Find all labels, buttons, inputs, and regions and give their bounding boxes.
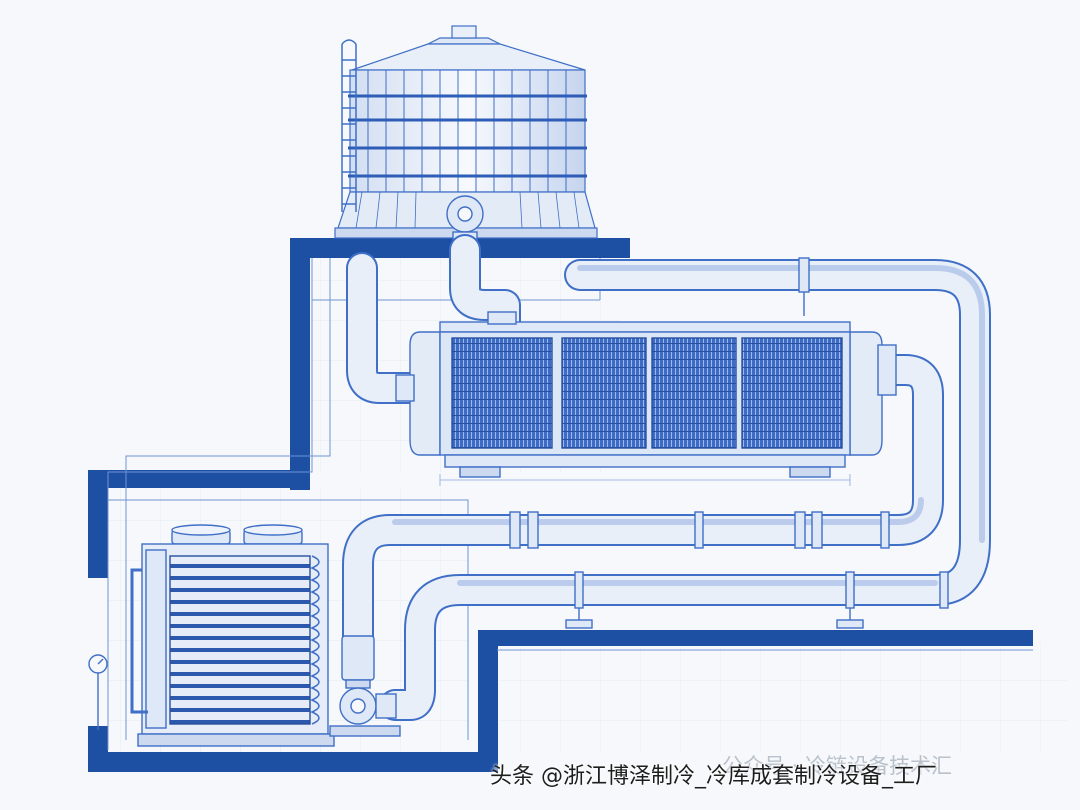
unit-side-panel — [145, 549, 167, 729]
tower-vent — [451, 25, 477, 39]
building-walls — [88, 238, 1033, 772]
exchanger-dimension-line — [439, 474, 851, 486]
exchanger-nozzle-left — [395, 374, 415, 402]
skirt-slats — [355, 191, 580, 229]
unit-drain-pipe — [130, 568, 148, 714]
tower-cap — [427, 37, 501, 45]
watermark-primary: 头条 @浙江博泽制冷_冷库成套制冷设备_工厂 — [490, 764, 937, 789]
upper-left-wall — [290, 238, 310, 490]
lower-floor-slab — [478, 630, 1033, 646]
condensing-unit — [130, 524, 335, 747]
watermark-secondary: 公众号 · 冷链设备技术汇 — [722, 754, 953, 778]
exchanger-foot-right — [789, 466, 831, 478]
tube-bank-2 — [561, 337, 647, 449]
condenser-coil-face — [169, 555, 311, 725]
tower-bands — [348, 94, 587, 178]
pressure-gauge — [88, 654, 108, 730]
piping-loop — [342, 234, 991, 721]
ground-slab — [88, 752, 498, 772]
exchanger-right-head — [849, 331, 883, 456]
exchanger-bottom-rail — [444, 454, 846, 468]
tube-bank-1 — [451, 337, 553, 449]
pump-motor — [341, 635, 375, 681]
exchanger-foot-left — [459, 466, 501, 478]
pipe-flanges — [509, 257, 949, 609]
circulation-pump — [329, 635, 401, 737]
heat-exchanger — [395, 311, 897, 478]
tower-body — [349, 69, 586, 193]
tower-staves — [367, 70, 567, 192]
left-outer-wall — [88, 470, 108, 578]
mid-ledge — [88, 470, 310, 488]
pump-base — [329, 725, 401, 737]
ladder — [341, 39, 357, 212]
exchanger-left-head — [409, 331, 441, 456]
tube-bank-4 — [741, 337, 843, 449]
tube-bank-3 — [651, 337, 737, 449]
exchanger-nozzle-right — [877, 344, 897, 396]
exchanger-top-nozzle — [487, 311, 517, 325]
tower-roof — [351, 43, 586, 71]
side-coil-returns — [309, 555, 320, 725]
pipe-supports — [565, 292, 864, 629]
unit-base — [137, 733, 335, 747]
step-wall — [478, 630, 498, 770]
grid-panel-floor — [497, 642, 1067, 752]
